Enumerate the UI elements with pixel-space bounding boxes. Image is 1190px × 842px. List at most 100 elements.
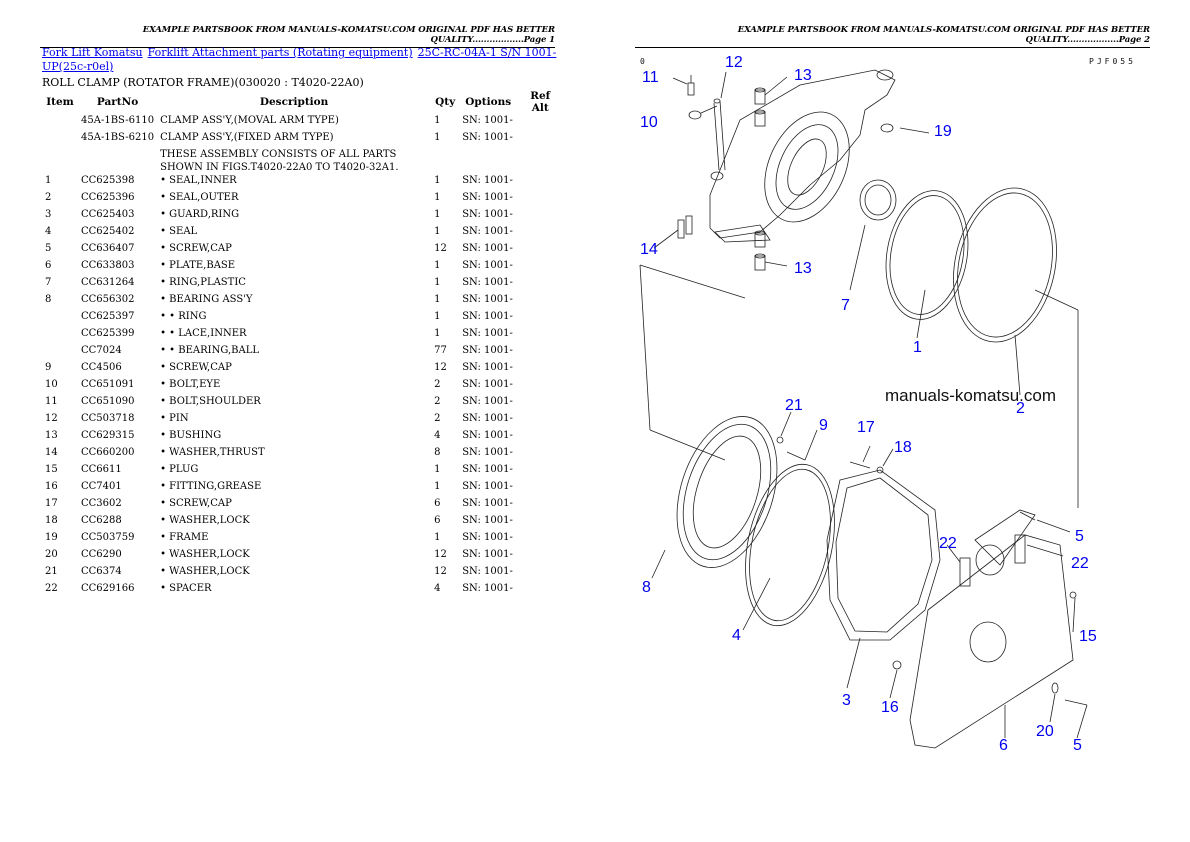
table-cell: 2: [434, 396, 441, 407]
table-cell: [42, 327, 78, 344]
table-cell: SN: 1001-: [462, 481, 513, 492]
table-cell: 1: [434, 175, 441, 186]
callout-label: 9: [819, 417, 828, 434]
table-cell: SN: 1001-: [462, 430, 513, 441]
table-cell: • WASHER,LOCK: [160, 549, 250, 560]
table-cell: 6: [45, 260, 52, 271]
table-cell: [517, 276, 563, 293]
table-cell: CC636407: [81, 243, 135, 254]
breadcrumb: Fork Lift Komatsu Forklift Attachment par…: [42, 46, 562, 74]
table-cell: 1: [434, 132, 441, 143]
table-cell: SN: 1001-: [462, 328, 513, 339]
column-header: Options: [465, 96, 512, 108]
table-cell: SN: 1001-: [462, 566, 513, 577]
table-cell: SN: 1001-: [462, 209, 513, 220]
table-cell: • • RING: [160, 311, 207, 322]
table-cell: 6: [434, 515, 441, 526]
table-cell: CC625397: [81, 311, 135, 322]
breadcrumb-link-attachment[interactable]: Forklift Attachment parts (Rotating equi…: [147, 46, 413, 59]
table-cell: [517, 131, 563, 148]
table-cell: [78, 148, 157, 174]
table-cell: [517, 327, 563, 344]
table-cell: CC625403: [81, 209, 135, 220]
table-cell: SN: 1001-: [462, 447, 513, 458]
table-cell: CC629166: [81, 583, 135, 594]
table-cell: SN: 1001-: [462, 362, 513, 373]
page-header: EXAMPLE PARTSBOOK FROM MANUALS-KOMATSU.C…: [635, 25, 1150, 48]
table-cell: [517, 114, 563, 131]
table-cell: 1: [434, 115, 441, 126]
diagram-corner-mark: 0: [640, 57, 648, 66]
callout-label: 10: [640, 114, 658, 131]
table-cell: • SEAL: [160, 226, 198, 237]
table-cell: [517, 174, 563, 191]
table-cell: 12: [45, 413, 58, 424]
callout-label: 5: [1075, 528, 1084, 545]
table-cell: SN: 1001-: [462, 379, 513, 390]
table-cell: 1: [434, 294, 441, 305]
table-cell: CC651091: [81, 379, 135, 390]
table-cell: [517, 191, 563, 208]
table-cell: SN: 1001-: [462, 277, 513, 288]
table-cell: [431, 148, 459, 174]
breadcrumb-link-model[interactable]: 25C-RC-04A-1 S/N 1001-UP(25c-r0el): [42, 46, 557, 73]
table-cell: [517, 395, 563, 412]
diagram-code: PJF055: [1089, 57, 1136, 66]
table-cell: [42, 310, 78, 327]
table-cell: 22: [45, 583, 58, 594]
table-cell: THESE ASSEMBLY CONSISTS OF ALL PARTS SHO…: [160, 149, 399, 173]
table-cell: CC6288: [81, 515, 122, 526]
callout-label: 11: [642, 69, 659, 86]
table-cell: 4: [434, 583, 441, 594]
callout-label: 14: [640, 241, 658, 258]
table-cell: [459, 148, 517, 174]
table-cell: CC625402: [81, 226, 135, 237]
table-cell: CC6374: [81, 566, 122, 577]
table-cell: CC651090: [81, 396, 135, 407]
exploded-parts-diagram: PJF055 0 manuals-komatsu.com 11121310191…: [639, 54, 1136, 754]
breadcrumb-link-fork-lift[interactable]: Fork Lift Komatsu: [42, 46, 143, 59]
table-cell: [517, 293, 563, 310]
table-cell: 12: [434, 362, 447, 373]
table-cell: 2: [434, 379, 441, 390]
parts-table: Item PartNo Description Qty Options Ref …: [42, 90, 563, 599]
table-cell: CC6290: [81, 549, 122, 560]
callout-label: 22: [939, 535, 957, 552]
table-cell: • SEAL,INNER: [160, 175, 237, 186]
table-cell: 1: [434, 226, 441, 237]
table-cell: SN: 1001-: [462, 175, 513, 186]
table-cell: [517, 446, 563, 463]
page-1: EXAMPLE PARTSBOOK FROM MANUALS-KOMATSU.C…: [40, 25, 563, 599]
table-cell: • SCREW,CAP: [160, 243, 232, 254]
column-header: Description: [259, 96, 329, 108]
callout-label: 17: [857, 419, 875, 436]
callout-label: 1: [913, 339, 922, 356]
table-cell: SN: 1001-: [462, 413, 513, 424]
table-cell: 12: [434, 566, 447, 577]
table-cell: [517, 429, 563, 446]
callout-label: 20: [1036, 723, 1054, 740]
table-cell: • SCREW,CAP: [160, 498, 232, 509]
page-2: EXAMPLE PARTSBOOK FROM MANUALS-KOMATSU.C…: [595, 0, 1190, 842]
table-cell: [517, 412, 563, 429]
table-cell: [517, 310, 563, 327]
callout-label: 16: [881, 699, 899, 716]
table-cell: 45A-1BS-6210: [81, 132, 155, 143]
callout-label: 6: [999, 737, 1008, 754]
watermark: manuals-komatsu.com: [885, 386, 1056, 405]
table-cell: 3: [45, 209, 52, 220]
callout-label: 18: [894, 439, 912, 456]
table-cell: 20: [45, 549, 58, 560]
table-cell: 1: [434, 277, 441, 288]
